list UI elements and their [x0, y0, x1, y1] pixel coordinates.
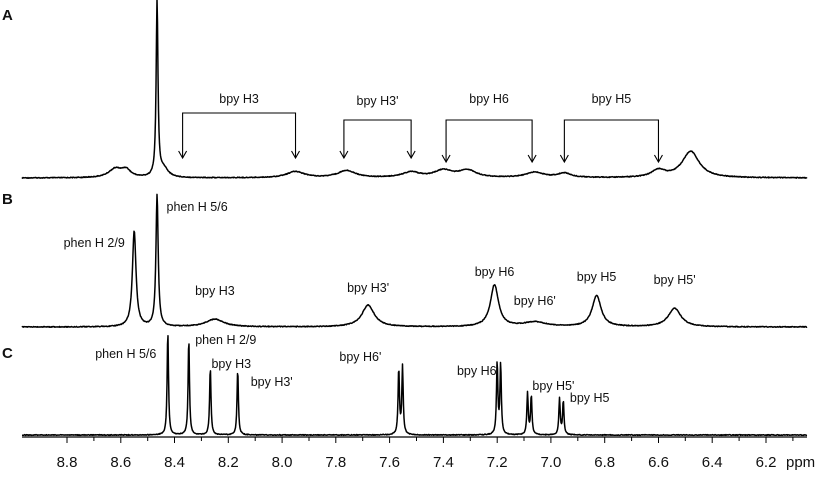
peak-label-c: bpy H5	[570, 391, 610, 405]
bracket-annotation: bpy H6	[441, 92, 537, 164]
spectra-group	[21, 0, 808, 437]
spectrum-trace-c	[21, 334, 808, 437]
x-tick-label: 8.0	[272, 454, 293, 471]
peak-label-b: bpy H3	[195, 284, 235, 298]
x-tick-label: 8.2	[218, 454, 239, 471]
spectrum-trace-b	[21, 193, 808, 329]
bracket-line	[343, 119, 412, 158]
bracket-annotation: bpy H5	[559, 92, 663, 164]
arrow-head-icon	[653, 154, 663, 164]
peak-label-c: bpy H3'	[251, 375, 293, 389]
x-axis-ticks: 8.8 8.6 8.4 8.2 8.0 7.8 7.6 7.4 7.2 7.0 6.8 6.6 6.4 6…	[57, 437, 794, 471]
bracket-line	[182, 112, 297, 158]
peak-label-c: phen H 2/9	[195, 333, 256, 347]
bracket-line	[563, 119, 660, 162]
bracket-label: bpy H3'	[357, 94, 399, 108]
peak-label-b: phen H 2/9	[64, 236, 125, 250]
peak-label-b: bpy H5	[577, 270, 617, 284]
peak-label-b: bpy H6	[475, 265, 515, 279]
x-axis-unit-label: ppm	[786, 454, 815, 471]
arrow-head-icon	[559, 154, 569, 164]
peak-label-c: bpy H3	[211, 357, 251, 371]
x-tick-label: 6.4	[702, 454, 723, 471]
bracket-label: bpy H6	[469, 92, 509, 106]
x-tick-label: 7.0	[540, 454, 561, 471]
x-tick-label: 6.6	[648, 454, 669, 471]
peak-label-c: bpy H6	[457, 364, 497, 378]
arrow-head-icon	[291, 150, 300, 160]
x-tick-label: 6.2	[756, 454, 777, 471]
x-tick-label: 8.8	[57, 454, 78, 471]
x-tick-label: 7.2	[487, 454, 508, 471]
peak-label-b: bpy H6'	[514, 294, 556, 308]
panel-label-a: A	[2, 7, 13, 24]
x-tick-label: 7.8	[325, 454, 346, 471]
arrow-head-icon	[339, 150, 349, 160]
x-tick-label: 7.6	[379, 454, 400, 471]
bracket-annotation: bpy H3	[178, 92, 300, 160]
x-tick-label: 8.6	[110, 454, 131, 471]
peak-label-c: bpy H6'	[339, 350, 381, 364]
bracket-label: bpy H3	[219, 92, 259, 106]
arrow-head-icon	[178, 150, 188, 160]
peak-label-b: phen H 5/6	[167, 200, 228, 214]
x-tick-label: 6.8	[594, 454, 615, 471]
panel-label-c: C	[2, 345, 13, 362]
arrow-head-icon	[441, 154, 451, 164]
spectrum-trace-a	[21, 0, 808, 179]
peak-label-b: bpy H3'	[347, 281, 389, 295]
bracket-annotation: bpy H3'	[339, 94, 416, 160]
bracket-line	[445, 119, 533, 162]
x-tick-label: 7.4	[433, 454, 454, 471]
panel-label-b: B	[2, 191, 13, 208]
peak-label-c: phen H 5/6	[95, 347, 156, 361]
peak-label-b: bpy H5'	[654, 273, 696, 287]
peak-label-c: bpy H5'	[532, 379, 574, 393]
bracket-label: bpy H5	[592, 92, 632, 106]
arrow-head-icon	[406, 150, 416, 160]
x-tick-label: 8.4	[164, 454, 185, 471]
arrow-head-icon	[527, 154, 537, 164]
